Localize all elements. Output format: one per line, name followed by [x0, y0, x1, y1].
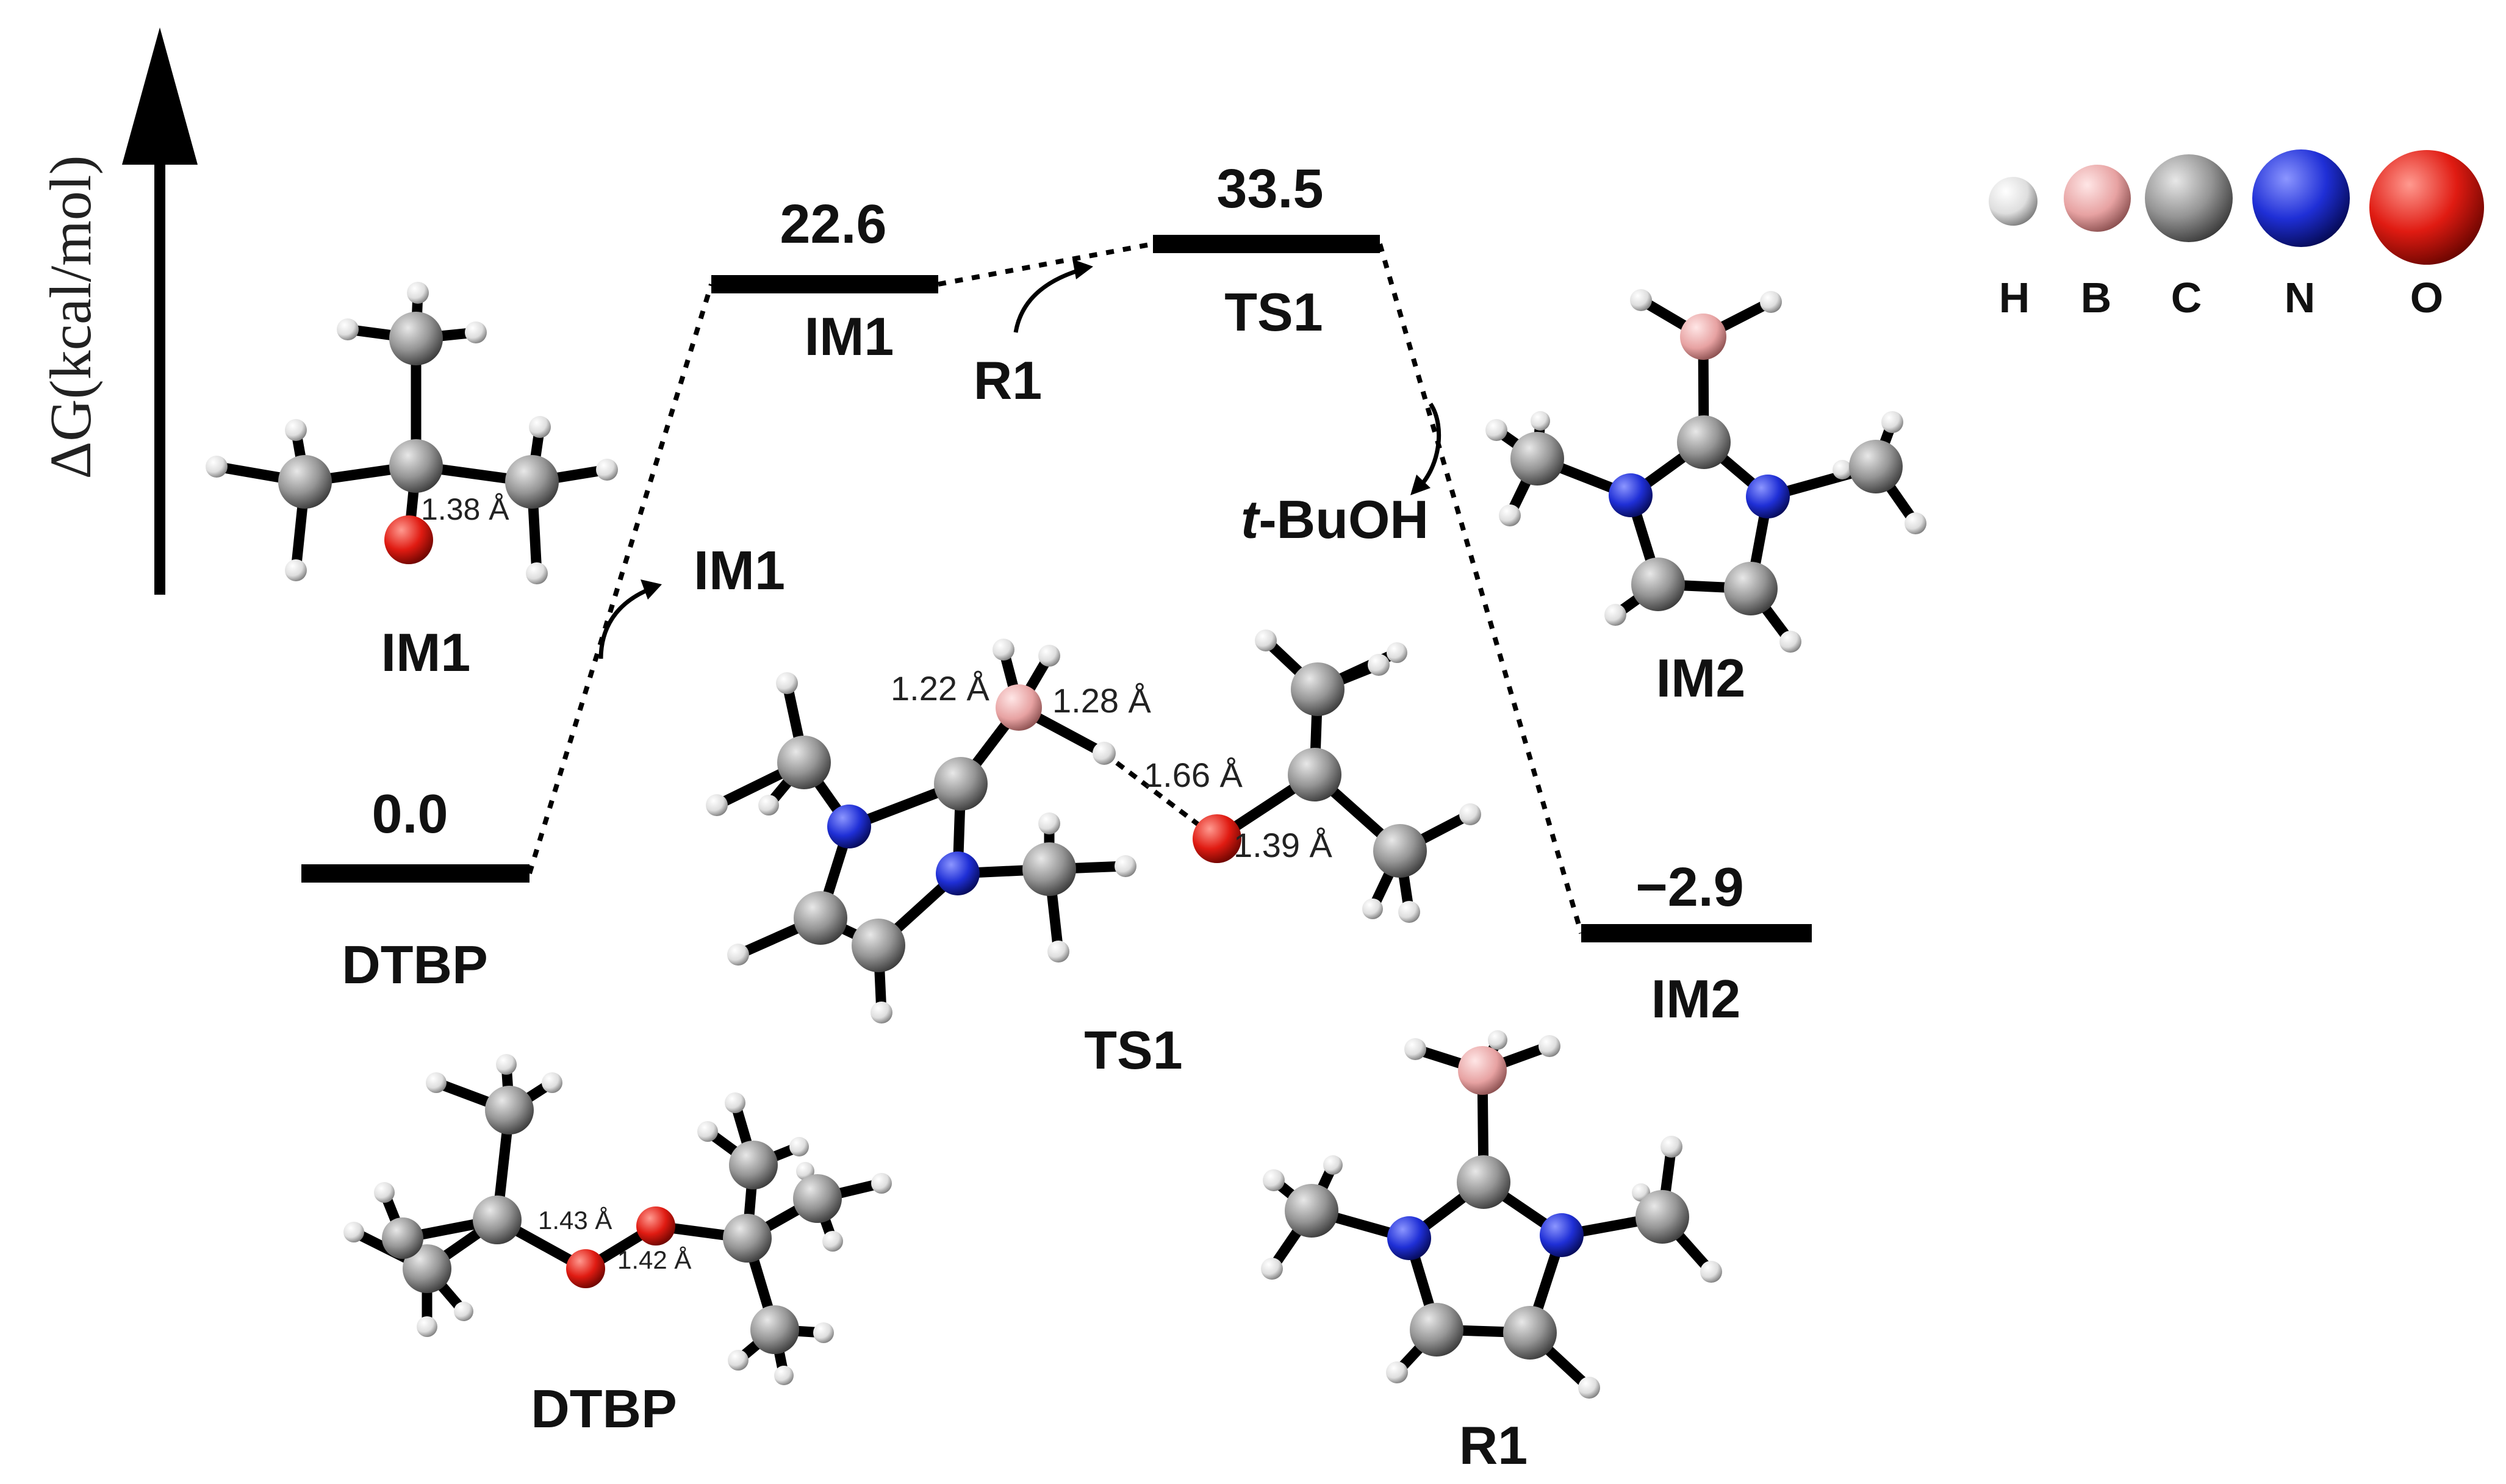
legend-ball-c — [2145, 154, 2233, 242]
arrow-im1-addition — [598, 584, 657, 659]
molecule-im2: IM2 — [1485, 289, 1926, 708]
level-name-dtbp: DTBP — [342, 934, 488, 995]
arrow-r1-head — [1072, 259, 1093, 279]
tbuoh-rest: -BuOH — [1258, 489, 1429, 550]
path-ts1-im2 — [1377, 243, 1584, 934]
molecule-r1: R1 — [1261, 1030, 1722, 1475]
molecule-caption-im1: IM1 — [381, 622, 471, 683]
legend-ball-o — [2369, 150, 2484, 265]
atom-legend: H B C N O — [1989, 149, 2484, 321]
molecule-caption-dtbp: DTBP — [531, 1378, 677, 1439]
bond-length-ts1-ho: 1.66 Å — [1144, 756, 1243, 794]
y-axis-arrowhead — [122, 27, 198, 165]
y-axis: ΔG(kcal/mol) — [38, 27, 198, 595]
molecule-im1: 1.38 Å IM1 — [206, 282, 618, 683]
bond-length-im1-co: 1.38 Å — [421, 492, 509, 526]
energy-value-dtbp: 0.0 — [372, 784, 448, 845]
level-name-im1: IM1 — [805, 306, 894, 367]
path-label-r1: R1 — [974, 350, 1043, 410]
path-im1-ts1 — [938, 242, 1154, 287]
legend-label-h: H — [1999, 274, 2030, 321]
y-axis-label: ΔG(kcal/mol) — [38, 156, 103, 479]
energy-value-im2: −2.9 — [1635, 857, 1744, 918]
bond-length-dtbp-oo: 1.42 Å — [617, 1246, 691, 1274]
molecule-caption-r1: R1 — [1459, 1415, 1528, 1475]
molecule-caption-im2: IM2 — [1656, 648, 1746, 708]
bond-length-ts1-bh-left: 1.22 Å — [891, 669, 990, 708]
path-arrows — [598, 259, 1441, 659]
bond-length-dtbp-co: 1.43 Å — [538, 1206, 612, 1235]
level-labels: 0.0 DTBP 22.6 IM1 33.5 TS1 −2.9 IM2 IM1 … — [342, 159, 1744, 1029]
path-dtbp-im1 — [527, 283, 714, 875]
bond-length-ts1-bh-right: 1.28 Å — [1052, 681, 1152, 720]
legend-label-b: B — [2081, 274, 2112, 321]
level-name-ts1: TS1 — [1224, 282, 1323, 342]
energy-value-im1: 22.6 — [780, 194, 886, 255]
molecule-ts1: 1.22 Å 1.28 Å 1.66 Å 1.39 Å TS1 — [706, 629, 1481, 1080]
legend-label-n: N — [2285, 274, 2316, 321]
legend-label-o: O — [2410, 274, 2443, 321]
path-label-im1: IM1 — [694, 540, 785, 601]
energy-value-ts1: 33.5 — [1216, 159, 1323, 220]
arrow-r1-addition — [1013, 266, 1086, 333]
legend-ball-h — [1989, 177, 2037, 226]
molecule-dtbp: 1.43 Å 1.42 Å DTBP — [343, 1054, 892, 1439]
legend-ball-n — [2252, 149, 2350, 247]
bond-length-ts1-co: 1.39 Å — [1233, 826, 1333, 864]
molecule-caption-ts1: TS1 — [1084, 1020, 1182, 1080]
level-name-im2: IM2 — [1651, 969, 1741, 1029]
reaction-paths — [527, 242, 1584, 934]
arrow-im1-head — [641, 579, 662, 600]
energy-levels — [301, 235, 1812, 942]
path-label-tbuoh: t-BuOH — [1241, 489, 1429, 550]
tbuoh-italic-t: t — [1241, 489, 1261, 550]
legend-label-c: C — [2171, 274, 2202, 321]
legend-ball-b — [2064, 165, 2131, 232]
arrow-tbuoh-head — [1410, 475, 1431, 495]
